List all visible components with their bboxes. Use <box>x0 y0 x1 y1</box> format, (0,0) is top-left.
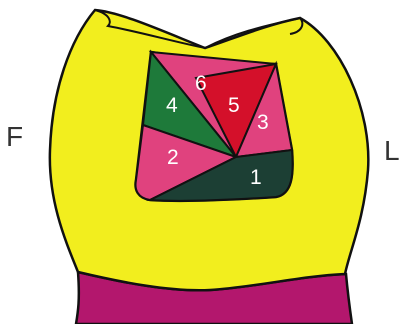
label-right: L <box>384 135 400 166</box>
segment-label-4: 4 <box>166 94 178 117</box>
segment-label-3: 3 <box>257 111 269 134</box>
segment-label-6: 6 <box>195 72 207 95</box>
label-left: F <box>6 121 23 152</box>
segment-label-1: 1 <box>250 166 262 189</box>
segment-label-2: 2 <box>167 146 179 169</box>
segment-label-5: 5 <box>228 94 240 117</box>
